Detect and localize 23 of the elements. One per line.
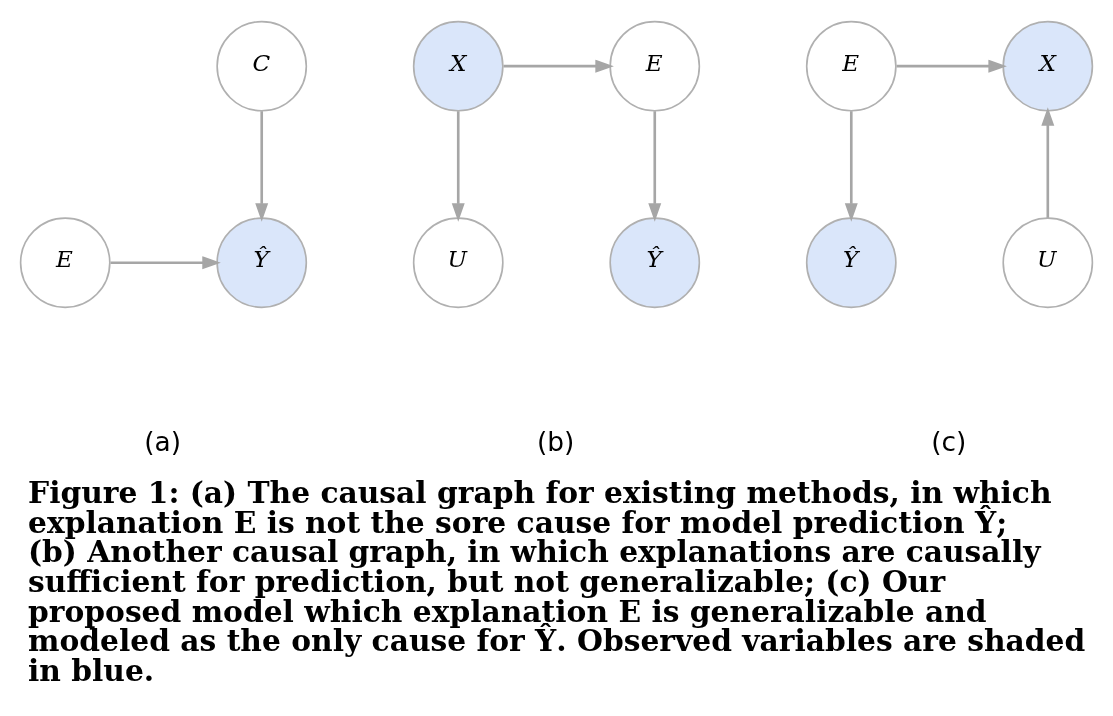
node-circle: X bbox=[1002, 20, 1094, 112]
arrow bbox=[648, 110, 662, 222]
node-circle: U bbox=[1002, 216, 1094, 308]
caption: Figure 1: (a) The causal graph for existing methods, in which explanation E is not the sore cause for model prediction Ŷ; (b) Another causal graph, in which explanations are causally sufficient for prediction, but not generalizable; (c) Our proposed model which explanation E is generalizable and modeled as the only cause for Ŷ. Observed variables are shaded in blue. bbox=[28, 474, 1086, 688]
arrow bbox=[896, 59, 1007, 73]
node-circle: E bbox=[805, 20, 897, 112]
arrow bbox=[844, 110, 858, 222]
arrow bbox=[255, 110, 269, 222]
node-circle: Ŷ bbox=[216, 216, 308, 308]
node-circle: E bbox=[609, 20, 701, 112]
label: (a) bbox=[144, 425, 182, 457]
node-circle: C bbox=[216, 20, 308, 112]
label: (c) bbox=[931, 425, 967, 457]
node-circle: E bbox=[19, 216, 111, 308]
node-circle: Ŷ bbox=[805, 216, 897, 308]
node-circle: U bbox=[412, 216, 504, 308]
label: (b) bbox=[536, 425, 575, 457]
arrow bbox=[451, 110, 465, 222]
arrow bbox=[1041, 106, 1055, 218]
node-circle: Ŷ bbox=[609, 216, 701, 308]
arrow bbox=[503, 59, 614, 73]
node-circle: X bbox=[412, 20, 504, 112]
arrow bbox=[110, 255, 221, 269]
